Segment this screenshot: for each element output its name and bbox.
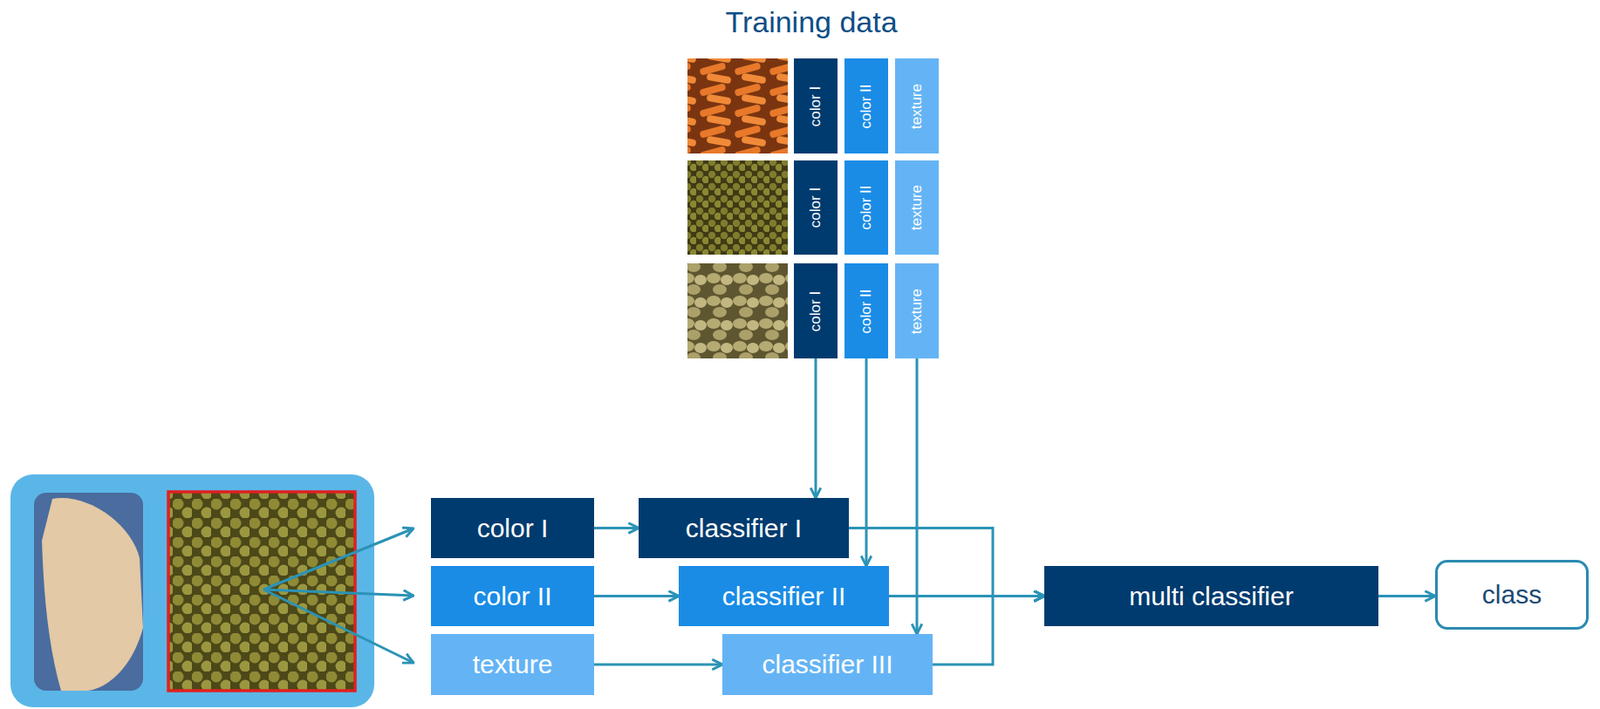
feature-box: texture xyxy=(430,634,595,696)
feature-tag: color I xyxy=(793,263,838,359)
feature-tag: texture xyxy=(895,263,939,359)
flow-arrow xyxy=(932,596,1045,666)
node-label: color I xyxy=(806,187,825,228)
feature-tag: color II xyxy=(844,263,889,359)
flow-arrow xyxy=(865,358,869,567)
feature-tag: color II xyxy=(844,160,889,255)
node-label: color II xyxy=(857,288,876,334)
carrot-photo xyxy=(687,58,788,154)
node-label: texture xyxy=(908,83,926,130)
node-label: color II xyxy=(472,581,552,612)
chicken-photo xyxy=(34,492,144,691)
flow-arrow xyxy=(594,594,679,598)
chicken-meat xyxy=(41,498,144,691)
node-label: color II xyxy=(857,184,876,230)
plate-ground xyxy=(34,492,144,691)
feature-box: color I xyxy=(430,498,595,559)
beans-photo xyxy=(687,263,788,359)
feature-tag: texture xyxy=(895,160,939,255)
node-label: color I xyxy=(806,85,825,126)
node-label: color I xyxy=(477,513,549,544)
node-label: color I xyxy=(806,290,825,331)
node-label: classifier III xyxy=(761,649,893,680)
peas-photo xyxy=(687,160,788,255)
flow-arrow xyxy=(916,358,919,635)
combiner-box: multi classifier xyxy=(1044,566,1379,627)
feature-arrow xyxy=(263,589,414,596)
flow-arrow xyxy=(594,663,723,667)
node-label: classifier II xyxy=(722,581,847,612)
flow-arrow xyxy=(594,526,639,530)
flow-arrow xyxy=(1378,594,1436,598)
node-label: texture xyxy=(472,649,554,680)
feature-box: color II xyxy=(430,566,595,627)
node-label: classifier I xyxy=(685,513,802,544)
feature-tag: color I xyxy=(793,58,838,154)
node-label: texture xyxy=(908,288,926,335)
feature-arrows xyxy=(263,528,414,664)
node-label: multi classifier xyxy=(1128,581,1293,612)
feature-arrow xyxy=(263,589,414,664)
diagram-title: Training data xyxy=(724,5,897,40)
feature-arrow xyxy=(263,528,414,590)
classifier-box: classifier II xyxy=(678,566,889,627)
feature-tag: texture xyxy=(895,58,939,154)
node-label: texture xyxy=(908,184,926,231)
classifier-box: classifier I xyxy=(638,498,849,559)
flow-arrow xyxy=(814,358,818,499)
classifier-box: classifier III xyxy=(722,634,933,696)
node-label: class xyxy=(1482,580,1542,610)
feature-tag: color I xyxy=(793,160,838,255)
output-box: class xyxy=(1435,560,1589,630)
feature-tag: color II xyxy=(844,58,889,154)
node-label: color II xyxy=(857,83,876,129)
